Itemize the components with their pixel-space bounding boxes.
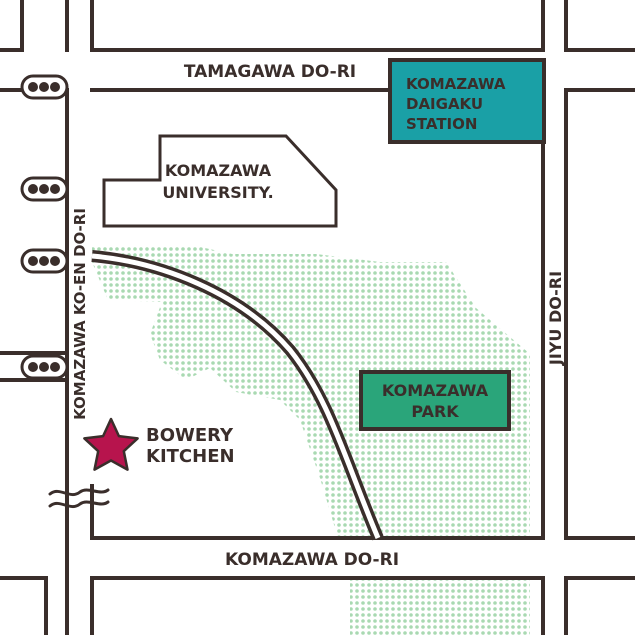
station-label-line2: DAIGAKU xyxy=(406,95,483,113)
traffic-light-icon xyxy=(20,74,69,100)
park-area-south xyxy=(350,578,530,635)
street-label-komazawa: KOMAZAWA DO-RI xyxy=(225,550,399,570)
park-label-box xyxy=(359,370,511,431)
marker-label-line1: BOWERY xyxy=(146,425,234,446)
marker-label-line2: KITCHEN xyxy=(146,446,235,467)
university-label-line2: UNIVERSITY. xyxy=(162,183,273,202)
station-label-line3: STATION xyxy=(406,115,477,133)
traffic-light-icon xyxy=(20,176,69,202)
park-label-line1: KOMAZAWA xyxy=(382,381,489,400)
university-building xyxy=(102,134,338,228)
star-icon xyxy=(83,417,139,471)
street-label-koen: KOMAZAWA KO-EN DO-RI xyxy=(71,208,89,420)
traffic-light-icon xyxy=(20,354,69,380)
university-label: KOMAZAWA xyxy=(165,161,272,180)
station-label-line1: KOMAZAWA xyxy=(406,75,506,93)
road-break-mark xyxy=(48,488,110,509)
traffic-light-icon xyxy=(20,248,69,274)
station-box xyxy=(388,58,546,144)
street-label-jiyu: JIYU DO-RI xyxy=(546,271,565,366)
park-label-line2: PARK xyxy=(411,402,459,421)
street-label-tamagawa: TAMAGAWA DO-RI xyxy=(184,62,356,82)
